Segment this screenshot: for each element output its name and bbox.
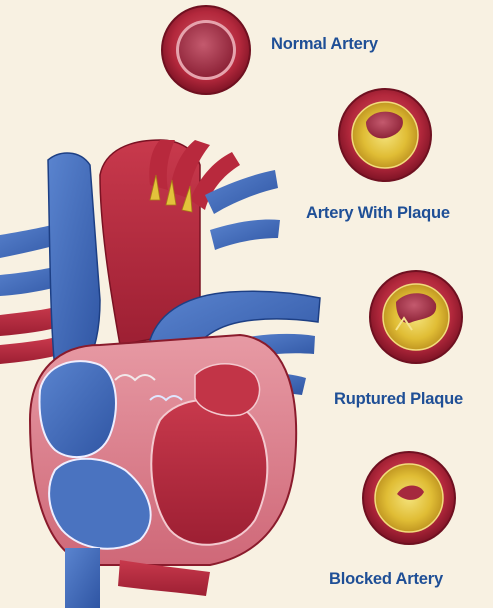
inferior-vena-cava <box>65 548 100 608</box>
blocked-artery-section <box>363 452 455 544</box>
plaque-artery-section <box>339 89 431 181</box>
heart-illustration <box>0 140 320 608</box>
ruptured-plaque-label: Ruptured Plaque <box>334 390 463 409</box>
superior-vena-cava <box>48 153 100 370</box>
normal-artery-label: Normal Artery <box>271 35 378 54</box>
pulmonary-artery-left-red-2 <box>0 338 55 364</box>
vein-top-right-2 <box>210 219 280 250</box>
artery-with-plaque-label: Artery With Plaque <box>306 204 450 223</box>
right-atrium <box>40 361 116 457</box>
left-ventricle <box>151 400 267 545</box>
ruptured-plaque-section <box>370 271 462 363</box>
blocked-artery-label: Blocked Artery <box>329 570 443 589</box>
left-atrium <box>195 364 260 416</box>
normal-artery-section <box>162 6 250 94</box>
